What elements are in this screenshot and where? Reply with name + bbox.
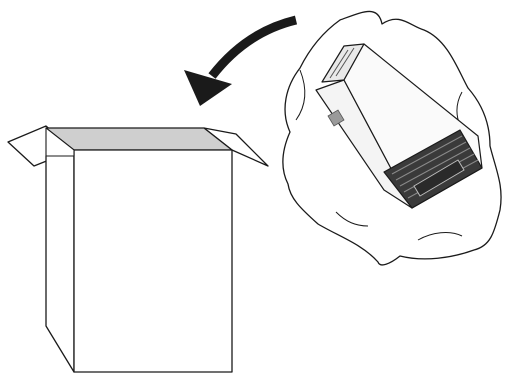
- plastic-wrap-fold-1: [295, 69, 306, 121]
- arrow-head: [184, 70, 232, 106]
- plastic-wrap-fold-4: [335, 211, 369, 227]
- plastic-wrap-fold-3: [417, 232, 463, 241]
- open-box: [7, 125, 269, 373]
- box-opening: [45, 127, 233, 151]
- heater-control-panel: [327, 109, 345, 127]
- heater-vent-line-1: [329, 49, 349, 79]
- heater-vent-line-2: [335, 47, 355, 77]
- heater-unit: [315, 43, 483, 209]
- heater-grille-handle: [413, 159, 465, 197]
- curved-arrow: [184, 15, 298, 106]
- box-front-flap: [45, 127, 75, 157]
- heater-grille: [383, 129, 483, 209]
- box-left-side: [45, 149, 75, 373]
- arrow-shaft: [208, 15, 298, 79]
- box-front-panel: [73, 149, 233, 373]
